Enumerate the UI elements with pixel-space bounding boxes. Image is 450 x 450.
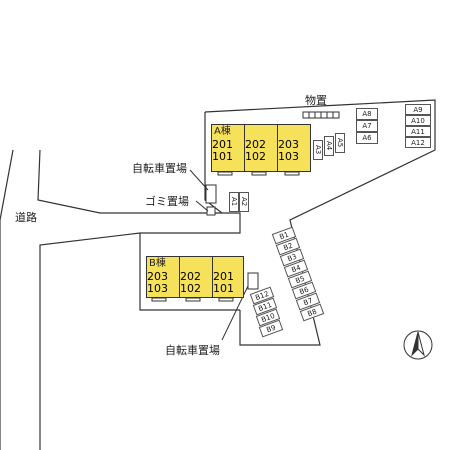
building-b-unit-2: 202 102 bbox=[179, 256, 213, 298]
road-edge-left bbox=[0, 149, 14, 450]
north-arrow-circle bbox=[403, 330, 433, 360]
parking-space: A8 bbox=[356, 108, 378, 120]
unit-number: 202 bbox=[245, 138, 266, 151]
unit-number: 202 bbox=[180, 270, 201, 283]
unit-number: 203 bbox=[147, 270, 168, 283]
parking-space: A7 bbox=[356, 120, 378, 132]
parking-space: A11 bbox=[405, 126, 431, 137]
leader-garbage bbox=[195, 200, 209, 212]
unit-number: 103 bbox=[147, 282, 168, 295]
parking-space: A10 bbox=[405, 115, 431, 126]
parking-space: A1 bbox=[229, 192, 239, 212]
leader-bicycle-top bbox=[189, 169, 209, 191]
garbage-shelter bbox=[206, 206, 216, 216]
unit-number: 101 bbox=[213, 282, 234, 295]
bicycle-shelter-bottom bbox=[247, 272, 259, 290]
site-boundary-a-left bbox=[204, 112, 223, 214]
parking-space: A9 bbox=[405, 104, 431, 115]
unit-number: 201 bbox=[212, 138, 233, 151]
label-garbage: ゴミ置場 bbox=[145, 194, 189, 208]
bicycle-shelter-top bbox=[205, 184, 217, 204]
site-boundary-b bbox=[139, 233, 240, 311]
unit-number: 102 bbox=[180, 282, 201, 295]
unit-number: 101 bbox=[212, 150, 233, 163]
parking-space: A12 bbox=[405, 137, 431, 148]
parking-space: A4 bbox=[324, 136, 334, 156]
unit-number: 102 bbox=[245, 150, 266, 163]
label-road: 道路 bbox=[15, 210, 37, 224]
building-a-unit-2: 202 102 bbox=[244, 124, 278, 172]
building-a-unit-3: 203 103 bbox=[277, 124, 311, 172]
parking-space: A3 bbox=[313, 140, 323, 160]
building-a-title: A棟 bbox=[214, 126, 244, 137]
label-storage: 物置 bbox=[305, 93, 327, 107]
label-bicycle-top: 自転車置場 bbox=[132, 161, 187, 175]
unit-number: 201 bbox=[213, 270, 234, 283]
building-b-unit-3: 201 101 bbox=[212, 256, 244, 298]
north-arrow-icon bbox=[411, 331, 419, 357]
parking-space: A2 bbox=[239, 192, 249, 212]
unit-number: 203 bbox=[278, 138, 299, 151]
label-bicycle-bottom: 自転車置場 bbox=[165, 343, 220, 357]
site-boundary-east bbox=[204, 99, 436, 346]
building-b-title: B棟 bbox=[149, 258, 177, 269]
unit-number: 103 bbox=[278, 150, 299, 163]
parking-space: A5 bbox=[335, 133, 345, 153]
parking-space: A6 bbox=[356, 132, 378, 144]
road-edge-right bbox=[37, 149, 241, 450]
